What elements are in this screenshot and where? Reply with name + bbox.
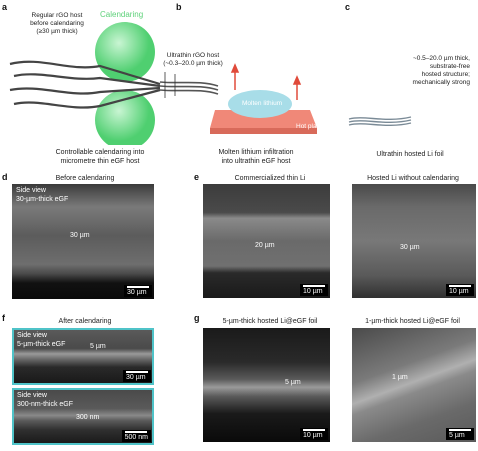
sample-label: 5-µm-thick eGF xyxy=(17,341,66,348)
panel-e-label: e xyxy=(194,172,200,182)
sem-image-5um-egf: Side view 5-µm-thick eGF 5 µm 30 µm xyxy=(12,328,154,385)
thick-layers xyxy=(9,60,161,109)
thickness-label: 20 µm xyxy=(255,242,275,249)
sem-image-1um-hosted-li: 1 µm 5 µm xyxy=(352,328,476,442)
scale-bar-label: 10 µm xyxy=(303,288,323,295)
panel-b-label: b xyxy=(176,2,182,12)
thickness-label: 30 µm xyxy=(400,244,420,251)
sample-label: 30-µm-thick eGF xyxy=(16,196,69,203)
panel-f-label: f xyxy=(2,313,5,323)
panel-c-description: ~0.5–20.0 µm thick, substrate-free hoste… xyxy=(412,55,470,86)
side-view-label: Side view xyxy=(17,332,47,339)
heat-arrows xyxy=(230,63,302,100)
scale-bar-label: 30 µm xyxy=(126,374,146,381)
panel-a-caption: Controllable calendaring into micrometre… xyxy=(55,149,145,165)
sem-image-hosted-li-uncalendared: 30 µm 10 µm xyxy=(352,184,476,298)
panel-c-caption: Ultrathin hosted Li foil xyxy=(376,151,444,158)
scale-bar: 10 µm xyxy=(300,284,328,296)
thickness-arrows xyxy=(164,72,176,98)
thickness-label: 30 µm xyxy=(70,232,90,239)
panel-d-title: Before calendaring xyxy=(55,175,115,182)
side-view-label: Side view xyxy=(17,392,47,399)
scale-bar: 30 µm xyxy=(124,285,152,297)
scale-bar-label: 10 µm xyxy=(303,432,323,439)
thickness-label: 1 µm xyxy=(392,374,408,381)
scale-bar: 500 nm xyxy=(121,430,151,442)
panel-g-right-title: 1-µm-thick hosted Li@eGF foil xyxy=(365,318,460,325)
panel-d-label: d xyxy=(2,172,8,182)
hot-plate-label: Hot plate xyxy=(296,123,323,130)
thickness-label: 300 nm xyxy=(76,414,100,421)
scale-bar-label: 10 µm xyxy=(449,288,469,295)
regular-host-text: Regular rGO host before calendaring (≥30… xyxy=(30,12,84,35)
calendaring-schematic xyxy=(9,22,219,145)
molten-lithium-label: Molten lithium xyxy=(242,100,283,107)
scale-bar-label: 500 nm xyxy=(124,434,148,441)
panel-c-label: c xyxy=(345,2,351,12)
scale-bar: 10 µm xyxy=(300,428,328,440)
panel-b-caption: Molten lithium infiltration into ultrath… xyxy=(218,149,294,165)
sem-image-5um-hosted-li: 5 µm 10 µm xyxy=(203,328,330,442)
molten-droplet xyxy=(228,90,292,118)
sem-image-300nm-egf: Side view 300-nm-thick eGF 300 nm 500 nm xyxy=(12,388,154,445)
panel-g-label: g xyxy=(194,313,200,323)
calendaring-label: Calendaring xyxy=(100,10,144,19)
panel-e-right-title: Hosted Li without calendaring xyxy=(367,175,459,182)
scale-bar-label: 5 µm xyxy=(449,432,465,439)
thin-host-text: Ultrathin rGO host (~0.3–20.0 µm thick) xyxy=(163,52,223,67)
infiltration-schematic xyxy=(210,63,317,134)
panel-a-label: a xyxy=(2,2,8,12)
panel-e-left-title: Commercialized thin Li xyxy=(234,175,306,182)
scale-bar-label: 30 µm xyxy=(127,289,147,296)
hot-plate xyxy=(210,110,317,134)
thickness-label: 5 µm xyxy=(90,343,106,350)
scale-bar: 10 µm xyxy=(446,284,474,296)
sample-label: 300-nm-thick eGF xyxy=(17,401,74,408)
thickness-label: 5 µm xyxy=(285,379,301,386)
panel-g-left-title: 5-µm-thick hosted Li@eGF foil xyxy=(222,318,318,325)
hosted-foil-schematic xyxy=(348,116,412,126)
scale-bar: 5 µm xyxy=(446,428,474,440)
sem-image-before-calendaring: Side view 30-µm-thick eGF 30 µm 30 µm xyxy=(12,184,154,299)
roller-top xyxy=(95,22,155,82)
scale-bar: 30 µm xyxy=(123,370,151,382)
panel-f-title: After calendaring xyxy=(58,318,112,325)
side-view-label: Side view xyxy=(16,187,46,194)
sem-image-commercial-li: 20 µm 10 µm xyxy=(203,184,330,298)
